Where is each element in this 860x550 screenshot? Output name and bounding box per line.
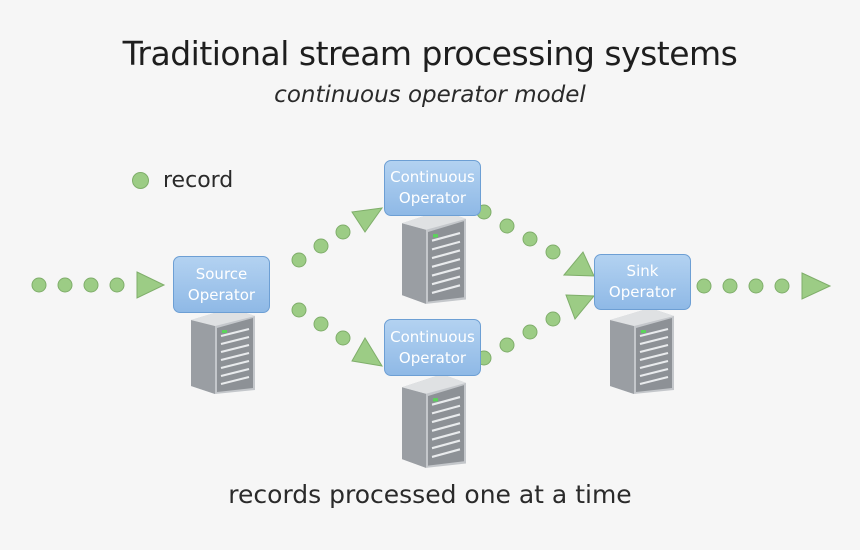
continuous-operator-bottom-label: Continuous Operator	[390, 327, 475, 367]
record-dot	[291, 302, 307, 318]
continuous-operator-top[interactable]: Continuous Operator	[384, 160, 481, 216]
record-dot	[31, 277, 47, 293]
flow-arrow-icon	[565, 294, 596, 320]
source-operator[interactable]: Source Operator	[173, 256, 270, 313]
record-dot	[545, 244, 561, 260]
flow-arrow-icon	[801, 272, 832, 300]
sink-operator[interactable]: Sink Operator	[594, 254, 691, 310]
record-dot	[774, 278, 790, 294]
flow-arrow-icon	[136, 271, 166, 299]
record-dot	[313, 238, 329, 254]
record-dot	[696, 278, 712, 294]
record-dot	[291, 252, 307, 268]
record-dot	[722, 278, 738, 294]
record-dot	[748, 278, 764, 294]
record-dot	[335, 330, 351, 346]
record-dot	[499, 218, 515, 234]
record-dot	[57, 277, 73, 293]
record-dot	[522, 231, 538, 247]
server-icon	[191, 308, 255, 394]
record-dot-icon	[132, 172, 149, 189]
record-dot	[522, 324, 538, 340]
flow-arrow-icon	[562, 251, 595, 277]
continuous-operator-top-label: Continuous Operator	[390, 168, 475, 207]
server-icon	[402, 210, 466, 304]
diagram-subtitle: continuous operator model	[274, 82, 586, 108]
diagram-caption: records processed one at a time	[228, 480, 632, 509]
sink-operator-label: Sink Operator	[608, 262, 677, 301]
flow-arrow-icon	[351, 337, 383, 367]
record-dot	[83, 277, 99, 293]
record-dot	[313, 316, 329, 332]
record-dot	[545, 311, 561, 327]
record-dot	[335, 224, 351, 240]
record-dot	[109, 277, 125, 293]
source-operator-label: Source Operator	[187, 264, 256, 304]
continuous-operator-bottom[interactable]: Continuous Operator	[384, 319, 481, 376]
record-dot	[499, 337, 515, 353]
server-icon	[402, 374, 466, 468]
diagram-title: Traditional stream processing systems	[122, 34, 738, 73]
legend-label: record	[163, 168, 234, 193]
legend: record	[132, 168, 233, 193]
server-icon	[610, 308, 674, 394]
flow-arrow-icon	[351, 207, 384, 233]
